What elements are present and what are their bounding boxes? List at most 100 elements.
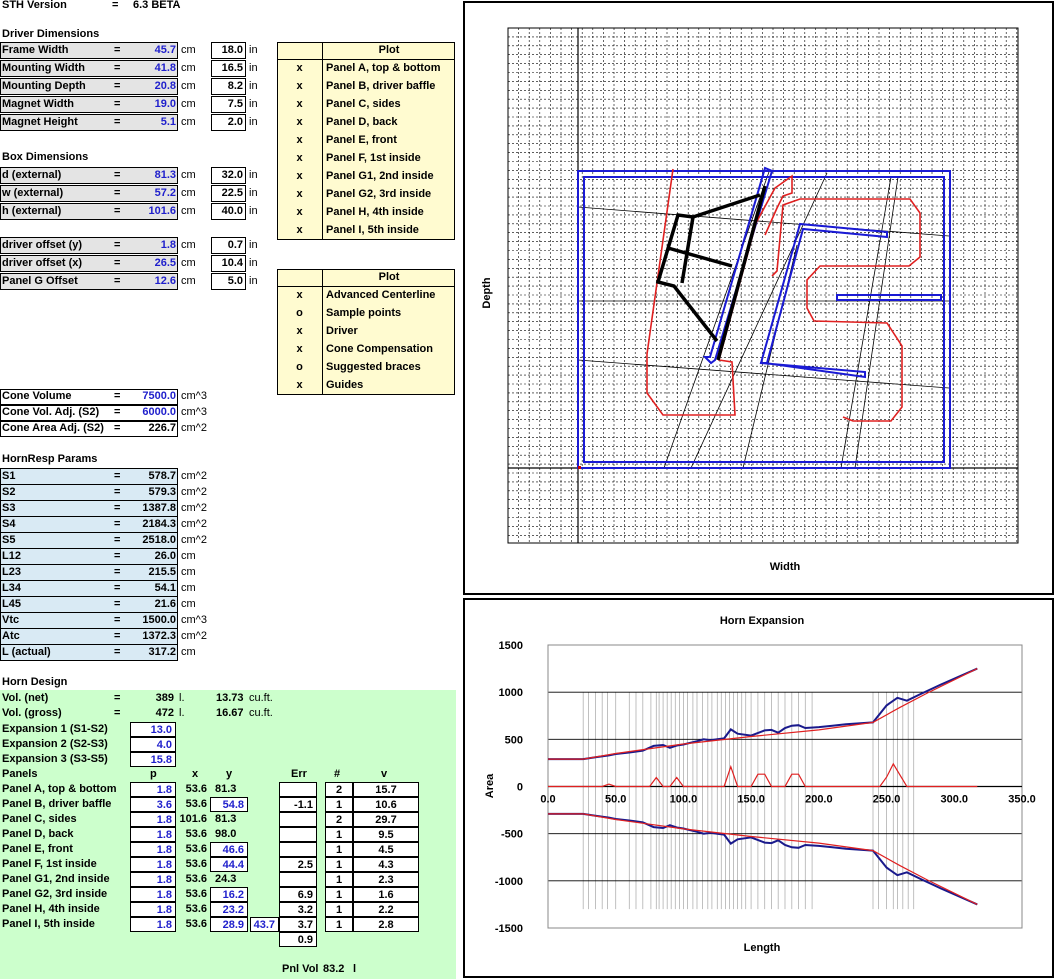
panel-x-value: 101.6 (179, 813, 207, 825)
x-tick-label: 0.0 (540, 794, 555, 806)
x-axis-label: Length (744, 942, 781, 954)
hornresp-label: Vtc (2, 614, 20, 626)
plot-toggle[interactable]: x (296, 80, 303, 92)
plot-toggle[interactable]: x (296, 343, 303, 355)
hornresp-unit: cm^2 (181, 486, 207, 498)
hornresp-label: L23 (2, 566, 21, 578)
plot-toggle[interactable]: x (296, 170, 303, 182)
plot-toggle[interactable]: x (296, 62, 303, 74)
panel-count: 1 (325, 917, 353, 932)
vol-gross-eq: = (114, 707, 121, 719)
cone-label: Cone Area Adj. (S2) (2, 422, 104, 434)
vol-net-label: Vol. (net) (2, 692, 49, 704)
plot-toggle[interactable]: x (296, 98, 303, 110)
cm-value[interactable]: 101.6 (148, 205, 176, 217)
plot-toggle[interactable]: x (296, 116, 303, 128)
hornresp-unit: cm (181, 582, 196, 594)
inch-value: 2.0 (227, 116, 243, 128)
panel-y-value[interactable]: 16.2 (210, 887, 248, 902)
panel-y-value: 81.3 (215, 813, 237, 825)
cm-value[interactable]: 26.5 (154, 257, 176, 269)
hornresp-unit: cm (181, 550, 196, 562)
version-label: STH Version (2, 0, 67, 11)
cm-value[interactable]: 1.8 (160, 239, 176, 251)
equals-sign: = (114, 62, 121, 74)
cone-label: Cone Volume (2, 390, 72, 402)
panel-p-value[interactable]: 1.8 (130, 812, 176, 827)
inch-unit: in (249, 44, 258, 56)
panel-count: 1 (325, 827, 353, 842)
panel-y-value[interactable]: 44.4 (210, 857, 248, 872)
expansion-value[interactable]: 13.0 (130, 722, 176, 737)
plot-toggle[interactable]: x (296, 224, 303, 236)
cm-value[interactable]: 5.1 (160, 116, 176, 128)
cm-value[interactable]: 12.6 (154, 275, 176, 287)
equals-sign: = (114, 80, 121, 92)
plot-toggle[interactable]: x (296, 325, 303, 337)
expansion-value[interactable]: 15.8 (130, 752, 176, 767)
cm-unit: cm (181, 169, 196, 181)
panel-x-value: 53.6 (185, 888, 207, 900)
panel-p-value[interactable]: 3.6 (130, 797, 176, 812)
equals-sign: = (114, 598, 121, 610)
plot-toggle[interactable]: x (296, 134, 303, 146)
plot-toggle[interactable]: x (296, 152, 303, 164)
expansion-label: Expansion 2 (S2-S3) (2, 738, 108, 750)
cm-unit: cm (181, 62, 196, 74)
panel-y-value[interactable]: 23.2 (210, 902, 248, 917)
plot-toggle[interactable]: o (296, 307, 303, 319)
plot-toggle[interactable]: o (296, 361, 303, 373)
inch-value: 0.7 (227, 239, 243, 251)
panel-v-value: 4.3 (353, 857, 419, 872)
panel-p-value[interactable]: 1.8 (130, 842, 176, 857)
panel-p-value[interactable]: 1.8 (130, 902, 176, 917)
hornresp-unit: cm^2 (181, 630, 207, 642)
panel-y-value[interactable]: 46.6 (210, 842, 248, 857)
panel-p-value[interactable]: 1.8 (130, 917, 176, 932)
equals-sign: = (114, 205, 121, 217)
panel-p-value[interactable]: 1.8 (130, 887, 176, 902)
panel-p-value[interactable]: 1.8 (130, 827, 176, 842)
panel-err-value: 6.9 (279, 887, 317, 902)
dimension-label: h (external) (2, 205, 62, 217)
cm-value[interactable]: 45.7 (154, 44, 176, 56)
pnl-vol-label: Pnl Vol (282, 963, 319, 975)
driver-title: Driver Dimensions (2, 28, 100, 40)
cm-value[interactable]: 81.3 (154, 169, 176, 181)
v-header: v (381, 768, 388, 780)
expansion-value[interactable]: 4.0 (130, 737, 176, 752)
plot-toggle[interactable]: x (296, 289, 303, 301)
panel-outlines (577, 166, 951, 469)
cm-value[interactable]: 19.0 (154, 98, 176, 110)
expansion-label: Expansion 3 (S3-S5) (2, 753, 108, 765)
plot-toggle[interactable]: x (296, 188, 303, 200)
panel-p-value[interactable]: 1.8 (130, 857, 176, 872)
panel-y-value[interactable]: 28.9 (210, 917, 248, 932)
panel-y-value[interactable]: 54.8 (210, 797, 248, 812)
cm-value[interactable]: 41.8 (154, 62, 176, 74)
panel-p-value[interactable]: 1.8 (130, 782, 176, 797)
dimension-row-box (0, 96, 178, 113)
cone-value[interactable]: 7500.0 (142, 390, 176, 402)
version-value: 6.3 BETA (133, 0, 181, 11)
panel-count: 1 (325, 887, 353, 902)
panel-x-value: 53.6 (185, 918, 207, 930)
x-tick-label: 350.0 (1008, 794, 1036, 806)
panel-extra-value[interactable]: 43.7 (250, 917, 279, 932)
panel-p-value[interactable]: 1.8 (130, 872, 176, 887)
cone-label: Cone Vol. Adj. (S2) (2, 406, 100, 418)
dimension-row-box (0, 167, 178, 184)
plot-option-label: Panel E, front (326, 134, 397, 146)
cone-value[interactable]: 6000.0 (142, 406, 176, 418)
cm-value[interactable]: 20.8 (154, 80, 176, 92)
plot-toggle[interactable]: x (296, 379, 303, 391)
equals-sign: = (114, 630, 121, 642)
plot-options-header: Plot (378, 271, 400, 283)
layout-grid (507, 27, 1019, 544)
plot-option-label: Guides (326, 379, 364, 391)
cm-value[interactable]: 57.2 (154, 187, 176, 199)
version-eq: = (112, 0, 119, 11)
dimension-label: Panel G Offset (2, 275, 78, 287)
plot-toggle[interactable]: x (296, 206, 303, 218)
hornresp-value: 26.0 (154, 550, 176, 562)
